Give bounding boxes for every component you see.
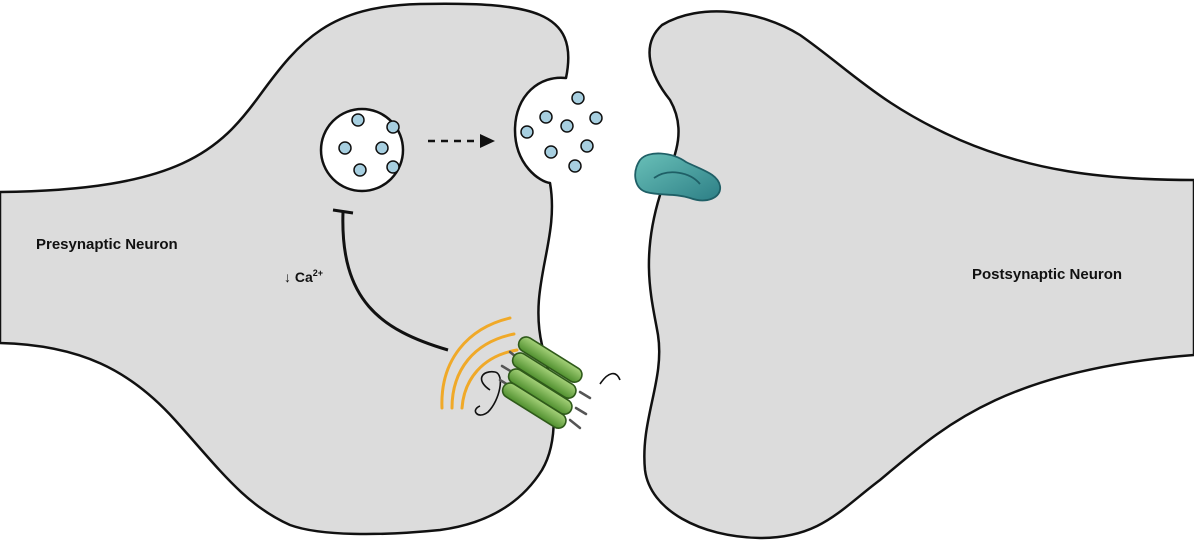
presynaptic-neuron-label: Presynaptic Neuron (36, 236, 178, 253)
calcium-charge: 2+ (313, 268, 323, 278)
released-neurotransmitters (521, 92, 602, 172)
decrease-arrow-icon: ↓ (284, 269, 291, 285)
calcium-decrease-label: ↓ Ca2+ (284, 268, 323, 285)
calcium-symbol: Ca (295, 269, 313, 285)
postsynaptic-neuron-label: Postsynaptic Neuron (972, 266, 1122, 283)
